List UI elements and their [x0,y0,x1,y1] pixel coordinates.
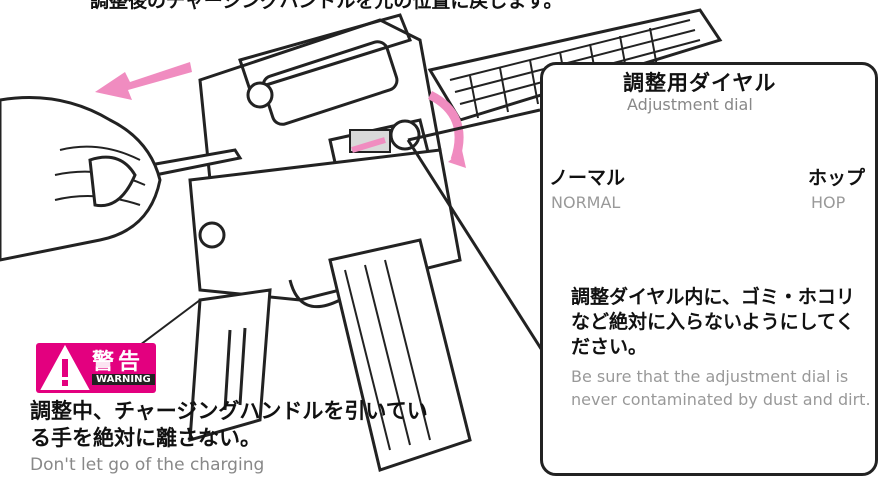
hop-label-en: HOP [811,193,846,212]
header-text-fragment: 調整後のチャージングハンドルを元の位置に戻します。 [90,0,563,12]
warning-text-jp: 調整中、チャージングハンドルを引いている手を絶対に離さない。 [30,399,428,450]
warning-badge: 警告 WARNING [36,343,156,393]
hop-label-jp: ホップ [808,167,866,189]
adjustment-dial-callout: 調整用ダイヤル Adjustment dial ノーマル NORMAL ホップ … [540,62,878,476]
pull-arrow [95,62,192,100]
dial-arrow-head [448,150,466,168]
normal-label-en: NORMAL [551,193,621,212]
dial-title-en: Adjustment dial [627,95,753,114]
dust-note-jp: 調整ダイヤル内に、ゴミ・ホコリなど絶対に入らないようにしてください。 [571,286,855,358]
insert-arrow [351,137,386,153]
normal-label-jp: ノーマル [549,167,626,189]
hand-pulling-charging-handle [0,96,243,262]
dust-note-en: Be sure that the adjustment dial is neve… [571,367,871,409]
warning-badge-en: WARNING [92,374,155,385]
lower-receiver [188,148,472,472]
dial-title-jp: 調整用ダイヤル [623,71,777,95]
warning-badge-jp: 警告 [92,350,145,375]
callout-leader-lines [406,108,547,356]
warning-triangle-icon [40,344,90,390]
dial-rotate-arrow [427,90,464,162]
warning-text-en: Don't let go of the charging [30,455,265,475]
